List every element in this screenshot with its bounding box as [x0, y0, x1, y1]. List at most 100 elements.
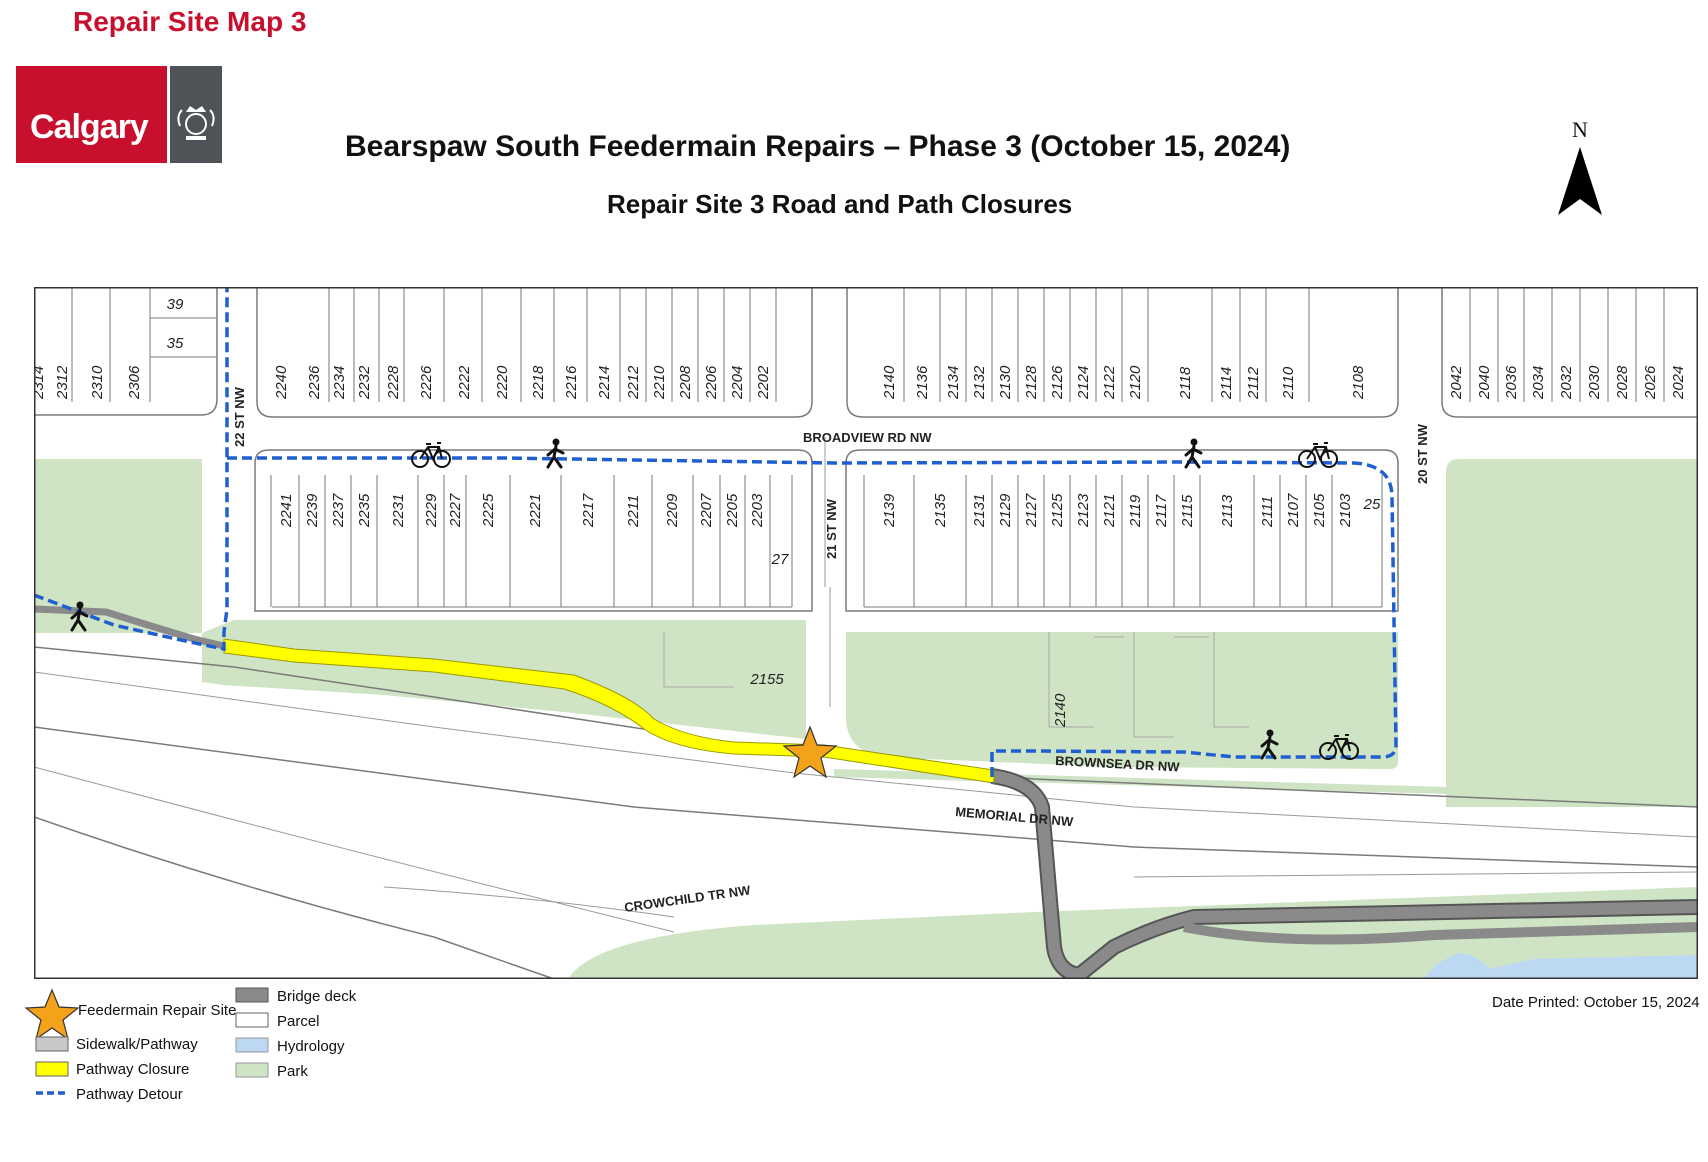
street-label-brownsea: BROWNSEA DR NW — [1055, 753, 1181, 775]
logo-red-panel: Calgary — [16, 66, 167, 163]
calgary-logo: Calgary — [16, 66, 222, 163]
north-label: N — [1572, 117, 1588, 142]
parcel-label: 2220 — [494, 365, 511, 400]
legend-star-icon — [24, 988, 80, 1041]
parcel-label: 39 — [167, 296, 184, 313]
park-west — [34, 459, 202, 633]
parcel-label: 2202 — [755, 365, 772, 400]
parcel-label: 2036 — [1503, 365, 1520, 400]
parcel-label: 2236 — [306, 365, 323, 400]
legend-repair-site: Feedermain Repair Site — [78, 1002, 236, 1019]
parcel-lines — [71, 287, 1665, 608]
park-east — [1446, 459, 1698, 807]
north-arrow-icon: N — [1558, 117, 1602, 215]
parcel-label: 2108 — [1350, 365, 1367, 400]
parcel-label: 2225 — [480, 493, 497, 528]
parcel-label: 2128 — [1023, 365, 1040, 400]
parcel-label: 2212 — [625, 365, 642, 400]
street-label-22-st: 22 ST NW — [232, 386, 247, 447]
parcel-label: 2214 — [596, 366, 613, 400]
parcel-label: 2134 — [945, 366, 962, 400]
parcel-label: 2306 — [126, 365, 143, 400]
parcel-label: 2115 — [1179, 494, 1196, 528]
legend-sidewalk-swatch — [35, 1036, 69, 1052]
parcel-label: 2231 — [390, 494, 407, 528]
parcel-label: 2241 — [278, 494, 295, 528]
parcel-label: 2234 — [331, 366, 348, 400]
page-title: Repair Site Map 3 — [73, 6, 307, 37]
block-n4 — [1441, 287, 1698, 418]
legend-hydrology: Hydrology — [277, 1038, 345, 1055]
legend-hydrology-swatch — [235, 1037, 269, 1053]
parcel-label: 2216 — [563, 365, 580, 400]
parcel-label: 2203 — [749, 493, 766, 528]
parcel-label: 2240 — [273, 365, 290, 400]
parcel-label: 2125 — [1049, 493, 1066, 528]
parcel-label: 2232 — [356, 365, 373, 400]
parcel-label: 2239 — [304, 493, 321, 528]
parcel-label: 2124 — [1075, 366, 1092, 400]
parcel-label: 35 — [167, 335, 184, 352]
parcel-label: 2132 — [971, 365, 988, 400]
parcel-label: 2229 — [423, 493, 440, 528]
legend-closure-swatch — [35, 1061, 69, 1077]
street-label-broadview: BROADVIEW RD NW — [803, 430, 932, 445]
parcel-label: 2140 — [881, 365, 898, 400]
street-label-20-st: 20 ST NW — [1415, 423, 1430, 484]
sidewalk-west — [34, 605, 225, 650]
parcel-label: 2130 — [997, 365, 1014, 400]
legend-closure: Pathway Closure — [76, 1061, 189, 1078]
parcel-label: 2026 — [1642, 365, 1659, 400]
parcel-label: 2103 — [1337, 493, 1354, 528]
road-network — [34, 437, 1698, 979]
parcel-label: 2113 — [1219, 494, 1236, 528]
parcel-label: 2040 — [1476, 365, 1493, 400]
crest-icon — [177, 106, 215, 140]
parcel-label: 2226 — [418, 365, 435, 400]
legend-parcel-swatch — [235, 1012, 269, 1028]
parcel-label: 2310 — [89, 365, 106, 400]
parcel-label: 2227 — [447, 493, 464, 528]
pathway-detour — [34, 287, 1398, 783]
map-frame[interactable]: BROADVIEW RD NW 22 ST NW 21 ST NW 20 ST … — [34, 287, 1698, 979]
parcel-label: 2217 — [580, 493, 597, 528]
parcel-label: 2122 — [1101, 365, 1118, 400]
parcel-label: 2155 — [749, 671, 784, 688]
parcel-label: 2034 — [1530, 366, 1547, 400]
parcel-label: 2112 — [1245, 366, 1262, 400]
logo-text: Calgary — [30, 108, 149, 146]
parcel-label: 2208 — [677, 365, 694, 400]
parcel-label: 2312 — [54, 365, 71, 400]
legend-park: Park — [277, 1063, 308, 1080]
parcel-labels: 2314 2312 2310 2306 2240 2236 2234 2232 2228 2226… — [34, 365, 1687, 528]
parcel-label: 2139 — [881, 493, 898, 528]
parcel-label: 2204 — [729, 366, 746, 400]
parcel-label: 2205 — [724, 493, 741, 528]
parcel-label: 2024 — [1670, 366, 1687, 400]
date-printed: Date Printed: October 15, 2024 — [1492, 994, 1700, 1011]
map-legend: Feedermain Repair Site Sidewalk/Pathway … — [24, 987, 357, 1103]
legend-detour: Pathway Detour — [76, 1086, 183, 1103]
parcel-label: 2117 — [1153, 494, 1170, 528]
logo-crest-panel — [170, 66, 222, 163]
repair-site-star-icon — [782, 725, 838, 779]
parcel-label: 2126 — [1049, 365, 1066, 400]
block-nw — [34, 287, 218, 416]
hydrology-river — [1424, 953, 1698, 979]
parcel-label: 2135 — [932, 493, 949, 528]
parcel-label: 2110 — [1280, 366, 1297, 400]
parcel-label: 2207 — [698, 493, 715, 528]
parcel-label: 2105 — [1311, 493, 1328, 528]
parcel-label: 2206 — [703, 365, 720, 400]
parcel-label: 2314 — [34, 366, 47, 400]
parcel-label: 2129 — [997, 493, 1014, 528]
park-2140 — [846, 632, 1398, 769]
parcel-label: 25 — [1363, 496, 1381, 513]
parcel-label: 2127 — [1023, 493, 1040, 528]
parcel-label: 2030 — [1586, 365, 1603, 400]
legend-parcel: Parcel — [277, 1013, 320, 1030]
building-footprints — [663, 632, 1249, 738]
parcel-label: 2121 — [1101, 494, 1118, 528]
parcel-label: 2218 — [530, 365, 547, 400]
parcel-label: 2228 — [385, 365, 402, 400]
